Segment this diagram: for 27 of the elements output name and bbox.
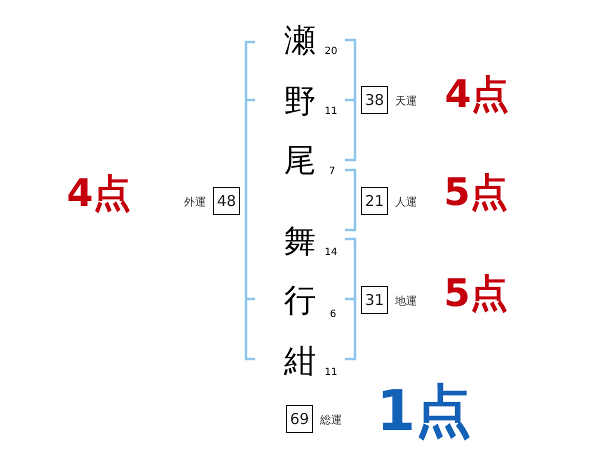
fortune-label: 地運 xyxy=(395,296,417,306)
score-text: 4点 xyxy=(66,174,132,212)
fortune-label: 天運 xyxy=(395,96,417,106)
number-box: 31 xyxy=(361,286,388,314)
number-box: 48 xyxy=(213,187,240,215)
stroke-count: 11 xyxy=(324,107,338,117)
fortune-label: 外運 xyxy=(184,196,206,208)
stroke-count: 7 xyxy=(328,167,336,177)
name-character: 行 xyxy=(284,284,316,316)
name-character: 野 xyxy=(284,85,316,117)
score-text: 5点 xyxy=(444,274,508,312)
name-character: 尾 xyxy=(284,144,316,176)
stroke-count: 11 xyxy=(324,368,338,378)
number-box: 21 xyxy=(361,187,388,215)
score-text: 5点 xyxy=(444,173,508,211)
number-box: 69 xyxy=(286,405,313,433)
stroke-count: 14 xyxy=(324,248,338,258)
score-text: 4点 xyxy=(444,75,510,113)
name-character: 舞 xyxy=(284,225,316,257)
score-text: 1点 xyxy=(376,384,472,440)
fortune-label: 人運 xyxy=(395,196,417,208)
fortune-label: 総運 xyxy=(320,414,342,426)
number-box: 38 xyxy=(361,86,388,114)
stroke-count: 20 xyxy=(324,47,338,57)
stroke-count: 6 xyxy=(330,310,336,320)
name-character: 紺 xyxy=(284,345,316,377)
name-character: 瀬 xyxy=(284,24,316,56)
